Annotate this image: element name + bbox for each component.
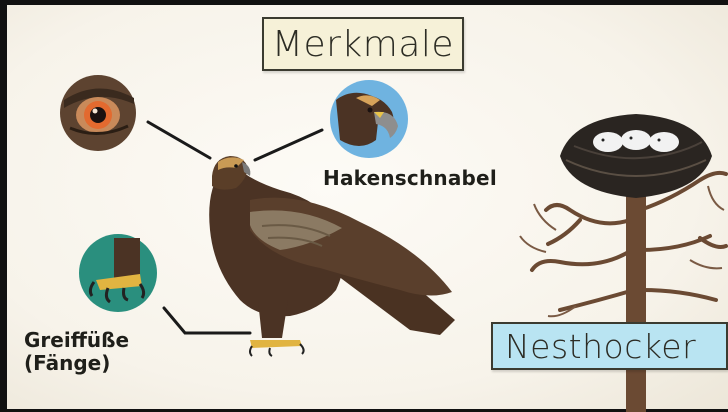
feet-label-line2: (Fänge) — [24, 352, 129, 375]
eagle-talon-icon — [79, 234, 157, 312]
title-card: Merkmale — [262, 17, 464, 71]
nest-label-card: Nesthocker — [491, 322, 728, 370]
feet-label-line1: Greiffüße — [24, 329, 129, 352]
beak-label: Hakenschnabel — [323, 166, 497, 190]
feet-connector-line — [164, 308, 250, 333]
eagle-head-icon — [330, 80, 408, 158]
beak-connector-line — [255, 130, 322, 160]
eye-connector-line — [148, 122, 210, 158]
feet-label: Greiffüße (Fänge) — [24, 329, 129, 375]
eagle-eye-icon — [60, 75, 136, 151]
